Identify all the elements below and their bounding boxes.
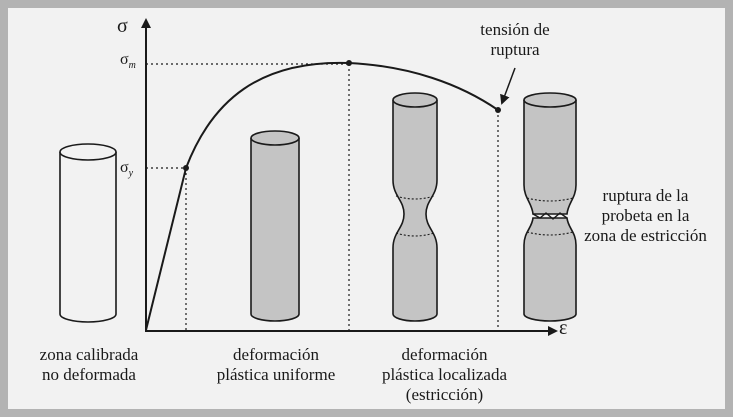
x-axis-symbol: ε: [559, 317, 568, 339]
stress-strain-curve: [145, 61, 499, 331]
tension-ruptura-line1: tensión de: [480, 20, 550, 39]
sigma-y-label: σy: [120, 159, 134, 180]
stage-caption-line1: zona calibrada: [39, 345, 139, 364]
tension-ruptura-line2: ruptura: [490, 40, 540, 59]
max-stress-point: [346, 60, 352, 66]
stage-caption-line2: plástica localizada: [381, 365, 508, 384]
specimen-necking: [392, 92, 438, 322]
rupture-pointer-arrow: [500, 67, 516, 105]
sigma-m-label: σm: [120, 51, 136, 72]
specimen-undeformed: [59, 143, 117, 323]
ruptura-probeta-line2: probeta en la: [601, 206, 690, 225]
stage-caption-line1: deformación: [401, 345, 488, 364]
stage-caption-undeformed: zona calibrada no deformada: [14, 345, 164, 385]
stage-caption-line3: (estricción): [405, 385, 484, 404]
ruptura-probeta-label: ruptura de la probeta en la zona de estr…: [568, 186, 723, 246]
sigma-y-label-subscript: y: [128, 168, 134, 180]
stage-caption-localized: deformación plástica localizada (estricc…: [362, 345, 527, 405]
stage-caption-uniform: deformación plástica uniforme: [196, 345, 356, 385]
specimen-rupture: [523, 92, 577, 322]
tension-ruptura-label: tensión de ruptura: [455, 20, 575, 60]
sigma-m-label-subscript: m: [128, 60, 136, 72]
specimen-uniform-deformation: [250, 130, 300, 322]
stage-caption-line2: no deformada: [42, 365, 136, 384]
ruptura-probeta-line3: zona de estricción: [584, 226, 707, 245]
figure-panel: [8, 8, 725, 409]
stage-caption-line1: deformación: [233, 345, 319, 364]
yield-point: [183, 165, 189, 171]
ruptura-probeta-line1: ruptura de la: [602, 186, 689, 205]
y-axis-symbol: σ: [117, 15, 128, 37]
stage-caption-line2: plástica uniforme: [216, 365, 336, 384]
rupture-point: [495, 107, 501, 113]
